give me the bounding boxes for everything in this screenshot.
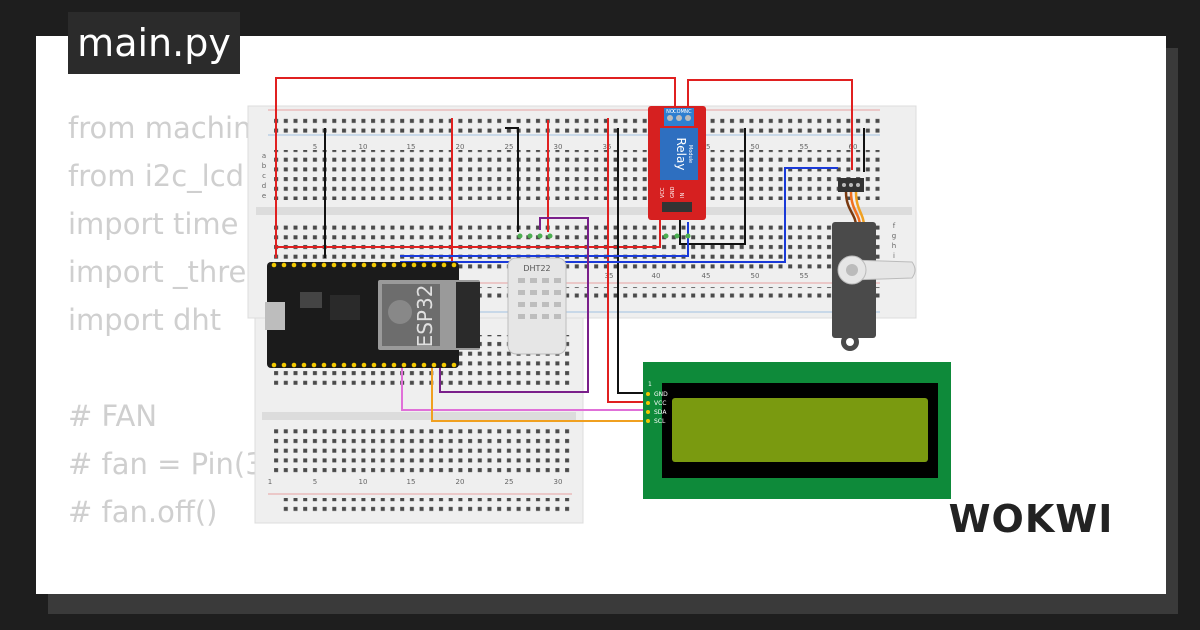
row-label: c [262,172,266,180]
col-label: 10 [359,478,368,486]
wire-relay-servo [687,79,853,170]
row-label: f [893,222,896,230]
col-label: 20 [456,143,465,151]
relay-label: Relay [674,138,688,171]
col-label: 30 [554,143,563,151]
relay-module[interactable]: NO COM NC Relay Module VCC GND IN [648,106,706,239]
col-label: 55 [800,272,809,280]
lcd-pin-gnd: GND [654,391,668,398]
wire-relay-in [400,222,689,257]
relay-pin-nc: NC [684,109,692,115]
wire-servo-signal [400,167,838,263]
col-label: 10 [359,143,368,151]
code-line-8: # fan = Pin(3 [68,447,264,481]
relay-pin-no: NO [666,109,674,115]
col-label: 15 [407,478,416,486]
code-line-11: # SERVO [68,584,452,594]
lcd-pin-scl: SCL [654,418,666,425]
wire-lcd-gnd [617,128,648,394]
wire-power-main [275,77,676,258]
col-label: 50 [751,143,760,151]
col-label: 5 [313,478,317,486]
col-label: 45 [702,272,711,280]
wire-lcd-sda [401,368,648,411]
wokwi-logo: WOKWI [949,497,1114,541]
wires-red [275,77,853,403]
wire-lcd-vcc [607,118,648,403]
relay-pin-gnd: GND [670,186,676,198]
row-label: a [262,152,266,160]
servo-motor[interactable] [832,178,916,351]
row-label: d [262,182,266,190]
relay-pin-vcc: VCC [660,187,666,198]
wires-black [324,127,865,394]
relay-pin-in: IN [680,193,686,198]
dht22-sensor[interactable]: DHT22 [507,233,567,355]
lcd-pin-sda: SDA [654,409,667,416]
esp32-label: ESP32 [413,285,437,348]
wire-relay-gnd [679,128,746,245]
col-label: 25 [505,143,514,151]
wire-relay-vcc [276,220,661,248]
breadboard-main [247,105,917,319]
lcd-pin-vcc: VCC [654,400,666,407]
row-label: e [262,192,266,200]
lcd-pin-1: 1 [648,381,652,388]
col-label: 15 [407,143,416,151]
esp32-board[interactable]: ESP32 [265,262,480,368]
row-label: i [893,252,895,260]
code-line-5: import dht [68,303,222,337]
wire-dht-data [439,217,589,393]
file-tab-main-py[interactable]: main.py [68,12,240,74]
relay-pin-com: COM [673,109,685,115]
col-label: 20 [456,478,465,486]
col-label: 25 [505,478,514,486]
code-line-7: # FAN [68,399,158,433]
wire-gnd-dht [505,127,519,232]
code-line-9: # fan.off() [68,495,218,529]
col-label: 30 [554,478,563,486]
col-label: 1 [268,478,272,486]
row-label: g [892,232,896,240]
row-label: b [262,162,267,170]
col-label: 55 [800,143,809,151]
dht22-label: DHT22 [523,264,550,273]
relay-sublabel: Module [687,145,693,163]
code-line-3: import time [68,207,239,241]
col-label: 50 [751,272,760,280]
col-label: 40 [652,272,661,280]
row-label: h [892,242,896,250]
col-label: 5 [313,143,317,151]
wire-lcd-scl [431,368,648,422]
lcd-1602[interactable]: 1 GND VCC SDA SCL [643,362,951,499]
wokwi-logo-text: WOKWI [949,497,1114,541]
